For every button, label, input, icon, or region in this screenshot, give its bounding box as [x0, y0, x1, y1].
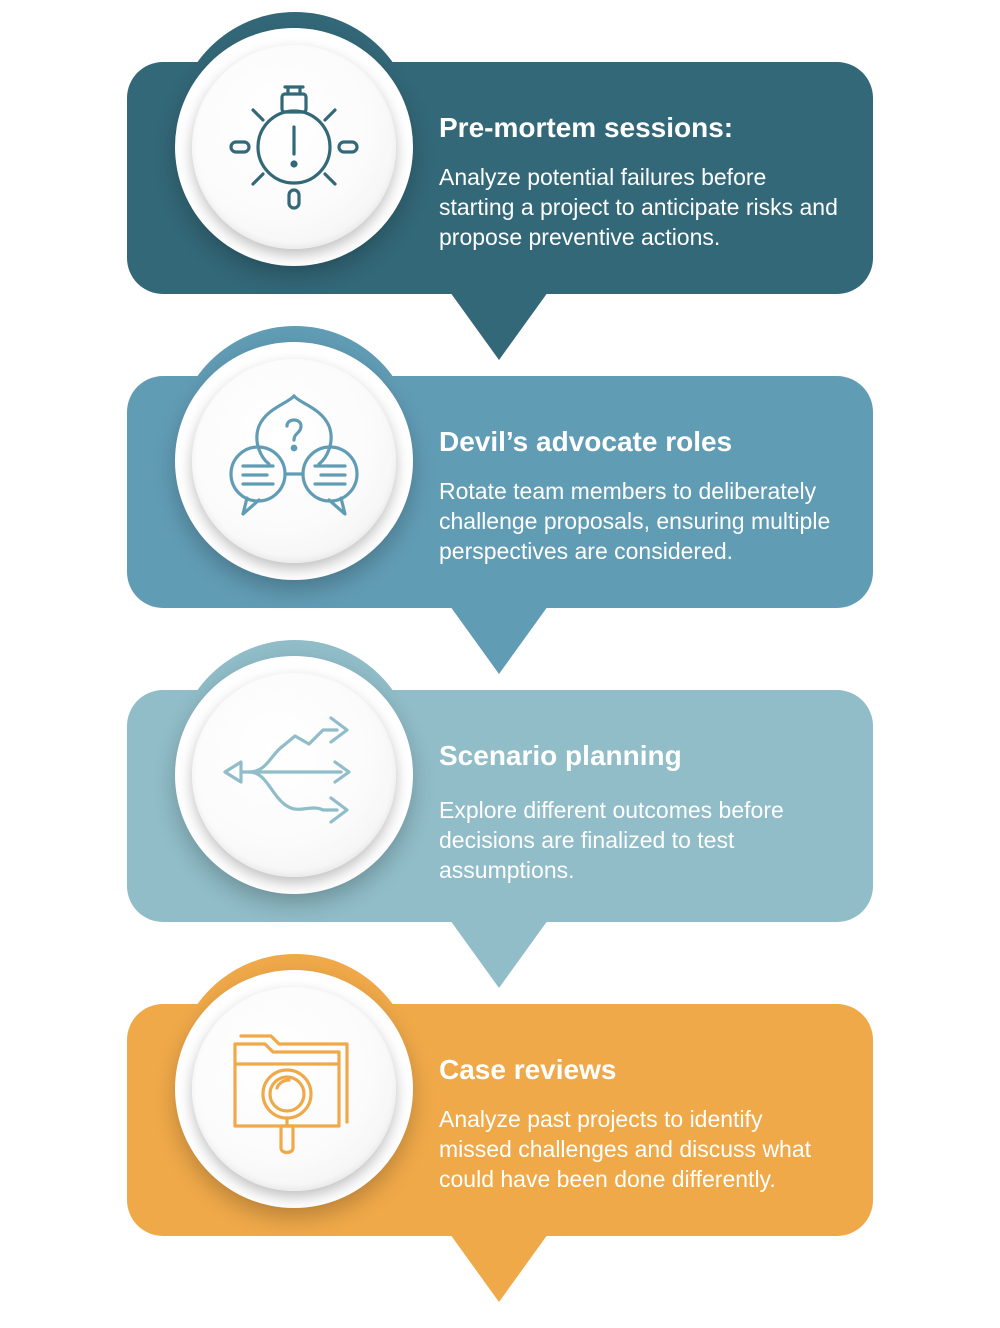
card-pointer: [450, 606, 548, 674]
branching-arrows-icon: [223, 716, 351, 824]
step-description: Explore different outcomes before decisi…: [439, 797, 784, 883]
step-title: Pre-mortem sessions:: [439, 112, 734, 143]
step-devils-advocate: Devil’s advocate roles Rotate team membe…: [0, 326, 1000, 674]
icon-disc: [192, 673, 396, 877]
step-pre-mortem: Pre-mortem sessions: Analyze potential f…: [0, 12, 1000, 360]
icon-disc: [192, 359, 396, 563]
step-description: Analyze potential failures before starti…: [439, 164, 838, 250]
step-scenario-planning: Scenario planning Explore different outc…: [0, 640, 1000, 988]
step-description: Rotate team members to deliberately chal…: [439, 478, 831, 564]
step-title: Scenario planning: [439, 740, 682, 771]
card-pointer: [450, 920, 548, 988]
step-case-reviews: Case reviews Analyze past projects to id…: [0, 954, 1000, 1302]
folder-search-icon: [233, 1034, 349, 1155]
lightbulb-alert-icon: [229, 85, 359, 210]
card-pointer: [450, 1234, 548, 1302]
step-title: Case reviews: [439, 1054, 617, 1085]
step-title: Devil’s advocate roles: [439, 426, 733, 457]
chat-question-icon: [229, 394, 359, 516]
icon-disc: [192, 987, 396, 1191]
card-pointer: [450, 292, 548, 360]
step-description: Analyze past projects to identify missed…: [439, 1106, 812, 1192]
